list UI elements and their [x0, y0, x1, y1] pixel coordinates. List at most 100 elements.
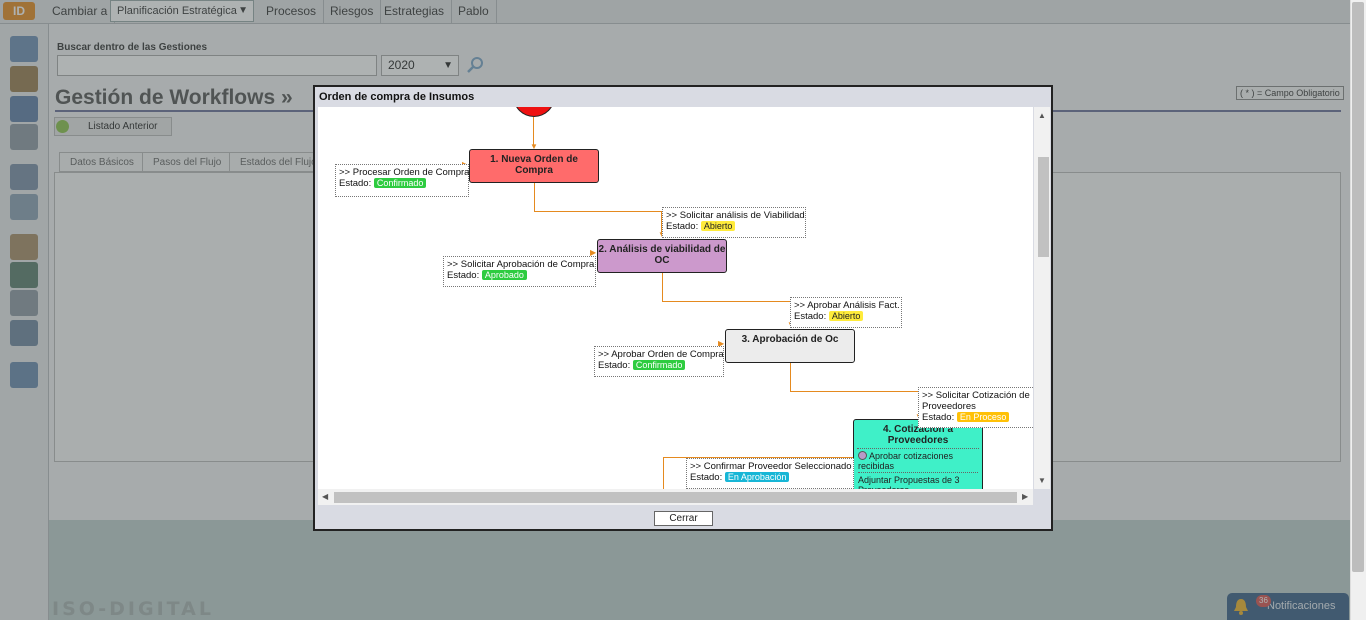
task-item[interactable]: Adjuntar Propuestas de 3 Proveedores [858, 475, 978, 489]
workflow-modal: Orden de compra de Insumos ▼ ▼ ▼ ▼ ▶ ▶ ▶… [313, 85, 1053, 531]
start-node[interactable] [513, 107, 555, 117]
search-label: Buscar dentro de las Gestiones [57, 42, 208, 53]
back-button[interactable]: Listado Anterior [54, 117, 172, 136]
status-badge: Abierto [700, 221, 736, 231]
arrow-head-icon: ▼ [658, 231, 666, 239]
chevron-down-icon: ▼ [443, 60, 453, 71]
page-scrollbar-thumb[interactable] [1352, 2, 1364, 572]
gear-icon[interactable] [10, 124, 38, 150]
status-prefix: Estado: [447, 270, 480, 281]
canvas-vertical-scrollbar[interactable]: ▲ ▼ [1034, 107, 1050, 489]
workflow-canvas: ▼ ▼ ▼ ▼ ▶ ▶ ▶ 1. Nueva Orden de Compra 2… [318, 107, 1033, 489]
required-field-note: ( * ) = Campo Obligatorio [1236, 86, 1344, 100]
page-title: Gestión de Workflows » [55, 86, 293, 109]
transition-label[interactable]: >> Solicitar Cotización de Proveedores E… [918, 387, 1033, 428]
transition-name: >> Aprobar Análisis Fact. [794, 300, 900, 311]
status-badge: Confirmado [373, 178, 427, 188]
settings-arrow-icon[interactable] [10, 290, 38, 316]
canvas-horizontal-scrollbar[interactable]: ◀ ▶ [318, 489, 1033, 505]
task-item-label: Adjuntar Propuestas de 3 Proveedores [858, 475, 960, 489]
status-badge: Confirmado [632, 360, 686, 370]
connector-line [662, 272, 663, 301]
bell-icon [1234, 599, 1248, 615]
nav-procesos[interactable]: Procesos [259, 0, 325, 24]
search-input[interactable] [57, 55, 377, 76]
status-badge: Abierto [828, 311, 864, 321]
notifications-count-badge: 36 [1256, 595, 1271, 607]
transition-name: >> Procesar Orden de Compra [339, 167, 470, 178]
bottom-band [49, 520, 1350, 620]
transition-name: >> Solicitar análisis de Viabilidad [666, 210, 805, 221]
vertical-scroll-thumb[interactable] [1038, 157, 1049, 257]
search-icon[interactable] [466, 56, 484, 74]
connector-line [663, 457, 664, 489]
org-chart-icon[interactable] [10, 66, 38, 92]
flow-node-label: 1. Nueva Orden de Compra [490, 154, 578, 176]
transition-label[interactable]: >> Aprobar Orden de Compra Estado: Confi… [594, 346, 724, 377]
transition-label[interactable]: >> Solicitar Aprobación de Compra Estado… [443, 256, 596, 287]
nav-estrategias[interactable]: Estrategias [377, 0, 453, 24]
transition-label[interactable]: >> Aprobar Análisis Fact. Estado: Abiert… [790, 297, 902, 328]
nav-riesgos[interactable]: Riesgos [323, 0, 382, 24]
transition-label[interactable]: >> Confirmar Proveedor Seleccionado Esta… [686, 458, 854, 489]
connector-line [533, 117, 534, 147]
arrow-right-icon: ▶ [590, 248, 597, 257]
status-badge: En Aprobación [724, 472, 790, 482]
connector-line [661, 211, 662, 235]
flow-node-2[interactable]: 2. Análisis de viabilidad de OC [597, 239, 727, 273]
horizontal-scroll-thumb[interactable] [334, 492, 1017, 503]
status-prefix: Estado: [922, 412, 955, 423]
connector-line [663, 457, 853, 458]
task-item-label: Aprobar cotizaciones recibidas [858, 451, 954, 471]
flow-node-4[interactable]: 4. Cotización a Proveedores Aprobar coti… [853, 419, 983, 489]
task-item[interactable]: Aprobar cotizaciones recibidas [858, 451, 978, 473]
scroll-left-icon[interactable]: ◀ [322, 492, 329, 501]
documents-icon[interactable] [10, 36, 38, 62]
flow-node-label: 2. Análisis de viabilidad de OC [598, 244, 726, 266]
close-button[interactable]: Cerrar [654, 511, 713, 526]
flow-node-label: 3. Aprobación de Oc [741, 334, 839, 345]
status-prefix: Estado: [666, 221, 699, 232]
modal-title: Orden de compra de Insumos [319, 91, 475, 103]
user-task-icon [858, 451, 867, 460]
status-badge: En Proceso [956, 412, 1010, 422]
flow-node-1[interactable]: 1. Nueva Orden de Compra [469, 149, 599, 183]
scroll-down-icon[interactable]: ▼ [1038, 476, 1046, 485]
year-select[interactable]: 2020 ▼ [381, 55, 459, 76]
module-select[interactable]: Planificación Estratégica ▼ [110, 0, 254, 22]
status-prefix: Estado: [690, 472, 723, 483]
transition-name: >> Solicitar Aprobación de Compra [447, 259, 595, 270]
flow-node-3[interactable]: 3. Aprobación de Oc [725, 329, 855, 363]
user-icon[interactable] [10, 320, 38, 346]
status-prefix: Estado: [794, 311, 827, 322]
module-select-value: Planificación Estratégica [117, 5, 237, 17]
pin-icon[interactable] [10, 362, 38, 388]
transition-label[interactable]: >> Solicitar análisis de Viabilidad Esta… [662, 207, 806, 238]
back-arrow-icon [56, 120, 69, 133]
scroll-right-icon[interactable]: ▶ [1022, 492, 1029, 501]
status-prefix: Estado: [598, 360, 631, 371]
report-icon[interactable] [10, 164, 38, 190]
year-value: 2020 [388, 58, 415, 72]
footer-logo: ISO-DIGITAL [52, 598, 214, 620]
magnifier-doc-icon[interactable] [10, 194, 38, 220]
transition-name: >> Confirmar Proveedor Seleccionado [690, 461, 852, 472]
flow-node-label: 4. Cotización a Proveedores [857, 424, 979, 449]
transition-name: >> Solicitar Cotización de Proveedores [922, 390, 1030, 412]
list-edit-icon[interactable] [10, 96, 38, 122]
connector-line [662, 301, 790, 302]
transition-label[interactable]: >> Procesar Orden de Compra Estado: Conf… [335, 164, 469, 197]
scroll-up-icon[interactable]: ▲ [1038, 111, 1046, 120]
connector-line [534, 181, 535, 211]
nav-user[interactable]: Pablo [451, 0, 497, 24]
notifications-button[interactable]: Notificaciones [1227, 593, 1349, 620]
app-logo[interactable]: ID [3, 2, 35, 20]
arrow-right-icon: ▶ [718, 339, 725, 348]
inbox-icon[interactable] [10, 234, 38, 260]
status-prefix: Estado: [339, 178, 372, 189]
connector-line [790, 362, 791, 391]
clock-icon[interactable] [10, 262, 38, 288]
chevron-down-icon: ▼ [238, 5, 248, 16]
connector-line [534, 211, 661, 212]
connector-line [790, 391, 918, 392]
